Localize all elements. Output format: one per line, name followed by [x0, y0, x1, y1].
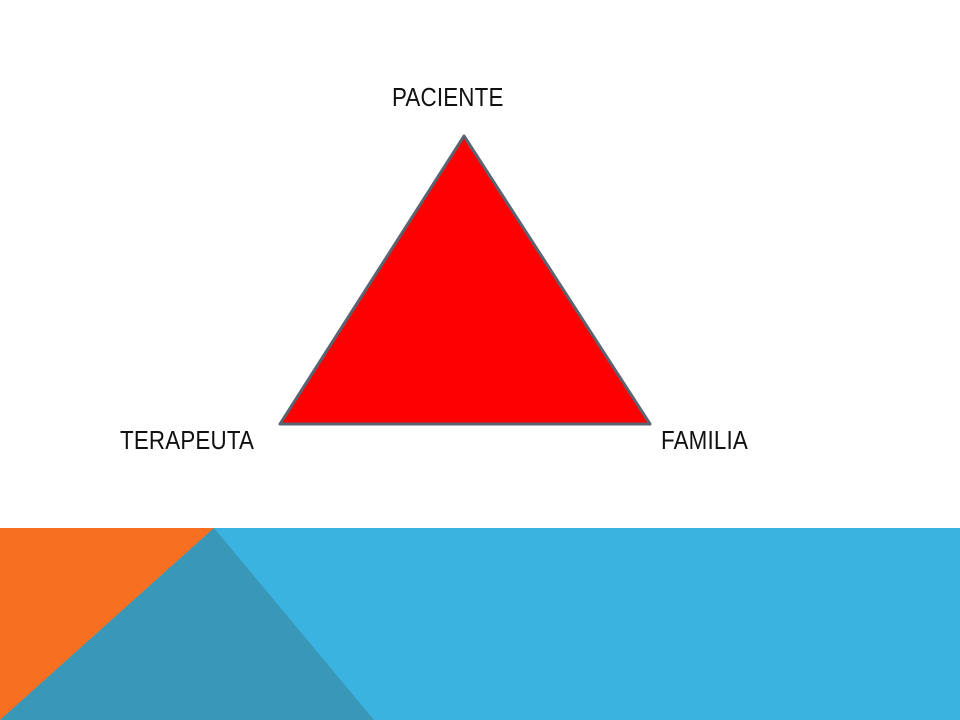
- relationship-triangle: [278, 134, 652, 426]
- node-label-terapeuta: TERAPEUTA: [120, 425, 255, 455]
- footer-decoration: [0, 528, 960, 720]
- node-label-paciente: PACIENTE: [392, 82, 504, 112]
- node-label-familia: FAMILIA: [661, 425, 748, 455]
- footer-dark-blue-triangle: [0, 528, 374, 720]
